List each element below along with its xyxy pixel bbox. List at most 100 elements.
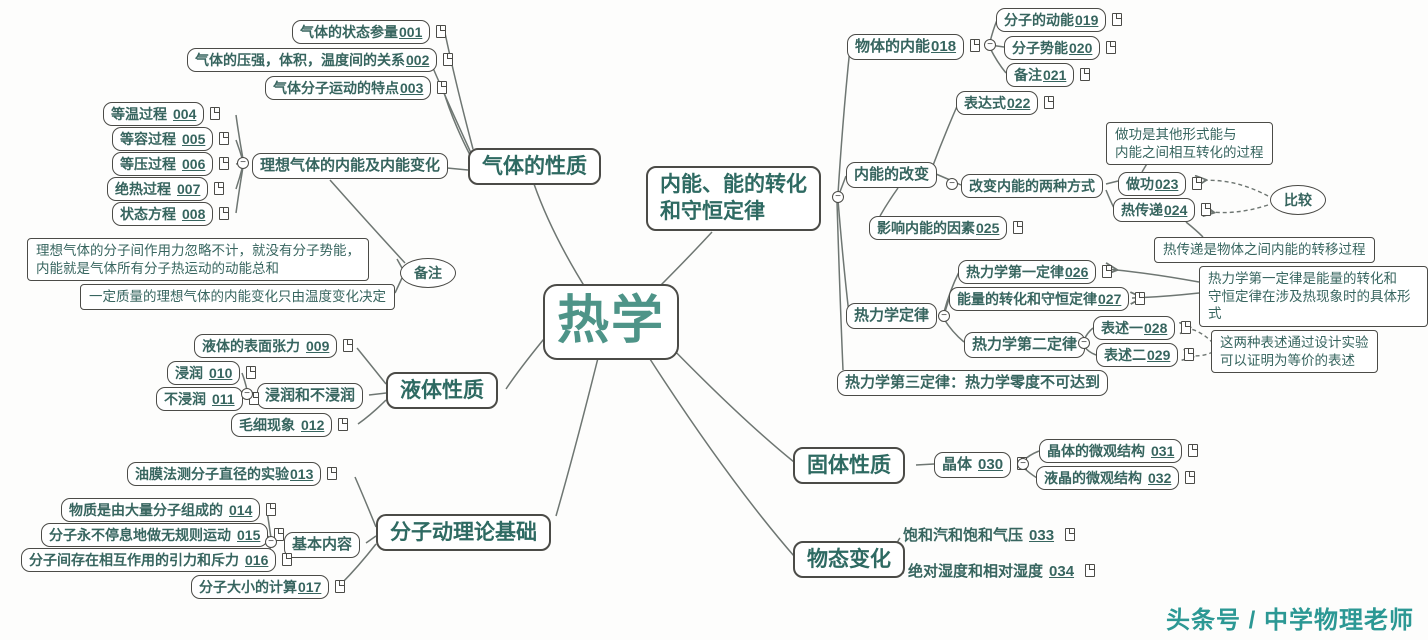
document-icon[interactable] (219, 132, 230, 145)
node-link-number[interactable]: 032 (1148, 470, 1172, 486)
node-link-number[interactable]: 021 (1043, 67, 1067, 83)
node-link-number[interactable]: 030 (978, 456, 1004, 473)
node-link-number[interactable]: 012 (301, 417, 325, 433)
document-icon[interactable] (214, 182, 225, 195)
node-link-number[interactable]: 014 (229, 502, 253, 518)
document-icon[interactable] (246, 366, 257, 379)
node-third-law[interactable]: 热力学第三定律：热力学零度不可达到 (837, 370, 1109, 396)
note-work-conversion[interactable]: 做功是其他形式能与 内能之间相互转化的过程 (1106, 122, 1273, 166)
node-second-law[interactable]: 热力学第二定律 (964, 332, 1086, 358)
document-icon[interactable] (338, 418, 349, 431)
node-internal-energy-change[interactable]: 内能的改变 (846, 162, 938, 188)
note-equivalent-statements[interactable]: 这两种表述通过设计实验 可以证明为等价的表述 (1211, 330, 1378, 374)
node-link-number[interactable]: 028 (1144, 320, 1168, 336)
node-link-number[interactable]: 022 (1007, 95, 1031, 111)
document-icon[interactable] (970, 39, 981, 52)
note-ideal-gas-temperature[interactable]: 一定质量的理想气体的内能变化只由温度变化决定 (80, 284, 395, 310)
node-link-number[interactable]: 001 (399, 24, 423, 40)
branch-phase-change[interactable]: 物态变化 (793, 541, 905, 579)
collapse-icon[interactable]: − (832, 191, 844, 203)
node-link-number[interactable]: 024 (1164, 202, 1188, 218)
node-link-number[interactable]: 018 (931, 38, 957, 55)
document-icon[interactable] (1112, 13, 1123, 26)
collapse-icon[interactable]: − (1078, 337, 1090, 349)
collapse-icon[interactable]: − (237, 157, 249, 169)
branch-molecular-kinetic-theory[interactable]: 分子动理论基础 (376, 514, 551, 552)
node-link-number[interactable]: 033 (1029, 527, 1055, 544)
document-icon[interactable] (1184, 348, 1195, 361)
node-ideal-gas-internal-energy[interactable]: 理想气体的内能及内能变化 (252, 153, 449, 179)
branch-gas-properties[interactable]: 气体的性质 (468, 148, 601, 186)
branch-internal-energy-conservation[interactable]: 内能、能的转化 和守恒定律 (646, 166, 821, 231)
node-link-number[interactable]: 025 (976, 220, 1000, 236)
node-link-number[interactable]: 010 (209, 365, 233, 381)
node-link-number[interactable]: 011 (212, 391, 235, 407)
document-icon[interactable] (1065, 528, 1076, 541)
document-icon[interactable] (219, 207, 230, 220)
node-link-number[interactable]: 003 (400, 80, 424, 96)
node-link-number[interactable]: 005 (182, 131, 206, 147)
document-icon[interactable] (1135, 292, 1146, 305)
node-link-number[interactable]: 006 (182, 156, 206, 172)
document-icon[interactable] (1044, 96, 1055, 109)
document-icon[interactable] (437, 81, 448, 94)
document-icon[interactable] (1102, 265, 1113, 278)
node-link-number[interactable]: 007 (177, 181, 201, 197)
node-link-number[interactable]: 013 (290, 466, 314, 482)
document-icon[interactable] (1188, 444, 1199, 457)
node-link-number[interactable]: 020 (1069, 40, 1093, 56)
document-icon[interactable] (1181, 321, 1192, 334)
document-icon[interactable] (1085, 564, 1096, 577)
document-icon[interactable] (335, 580, 346, 593)
branch-solid-properties[interactable]: 固体性质 (793, 447, 905, 485)
document-icon[interactable] (1080, 68, 1091, 81)
node-wetting-group[interactable]: 浸润和不浸润 (257, 383, 364, 409)
document-icon[interactable] (1013, 221, 1024, 234)
node-link-number[interactable]: 015 (237, 527, 261, 543)
note-first-law-meaning[interactable]: 热力学第一定律是能量的转化和 守恒定律在涉及热现象时的具体形式 (1199, 266, 1428, 327)
collapse-icon[interactable]: − (946, 178, 958, 190)
document-icon[interactable] (1185, 471, 1196, 484)
branch-liquid-properties[interactable]: 液体性质 (386, 372, 498, 410)
node-link-number[interactable]: 027 (1098, 291, 1122, 307)
collapse-icon[interactable]: − (984, 39, 996, 51)
collapse-icon[interactable]: − (241, 388, 253, 400)
node-two-ways-to-change[interactable]: 改变内能的两种方式 (961, 174, 1103, 199)
document-icon[interactable] (343, 339, 354, 352)
document-icon[interactable] (1192, 177, 1203, 190)
document-icon[interactable] (282, 553, 293, 566)
collapse-icon[interactable]: − (938, 310, 950, 322)
node-gas-note-label[interactable]: 备注 (400, 258, 456, 289)
center-topic[interactable]: 热学 (543, 284, 680, 360)
document-icon[interactable] (266, 503, 277, 516)
node-thermodynamics-laws[interactable]: 热力学定律 (846, 303, 938, 329)
collapse-icon[interactable]: − (265, 536, 277, 548)
note-heat-transfer-process[interactable]: 热传递是物体之间内能的转移过程 (1154, 237, 1375, 263)
